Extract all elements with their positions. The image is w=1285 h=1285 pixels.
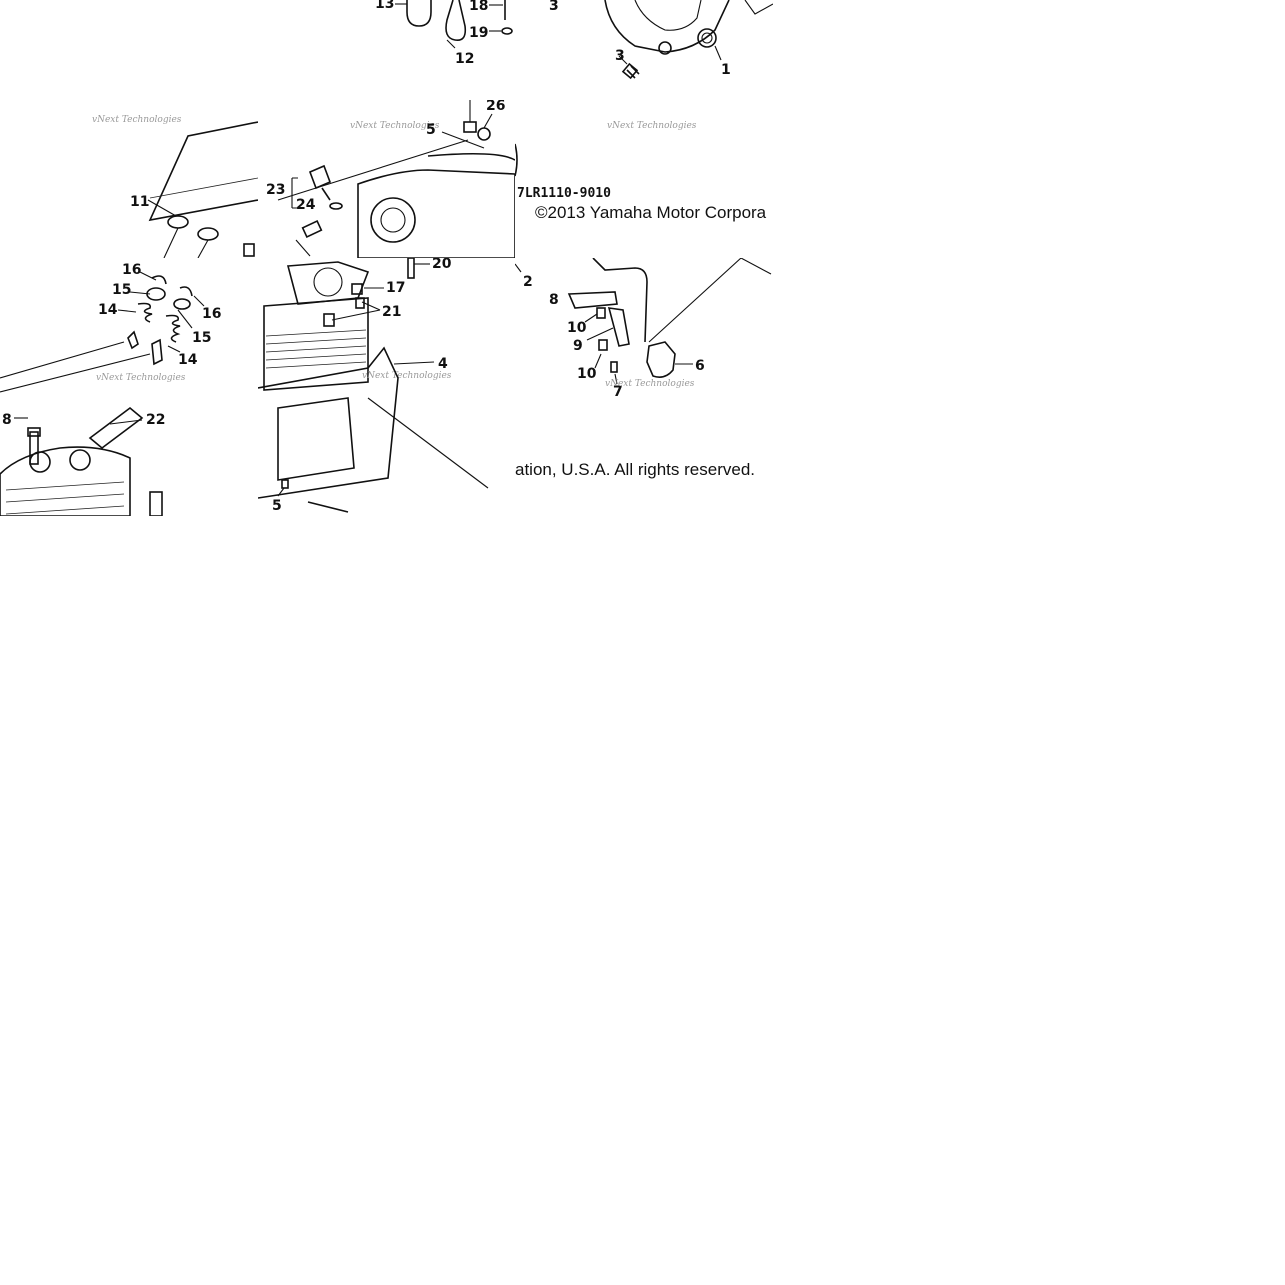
callout-15-left: 15 [112, 282, 131, 298]
callout-14-left: 14 [98, 302, 118, 318]
callout-17: 17 [386, 280, 405, 296]
callout-21: 21 [382, 304, 401, 320]
callout-4: 4 [438, 356, 448, 372]
tile-valves-top: 13 12 18 19 [257, 0, 515, 100]
callout-5-top: 5 [426, 122, 436, 138]
tile-cylinder-top: vNext Technologies 25 26 5 23 24 [258, 100, 515, 258]
callout-16-right: 16 [202, 306, 221, 322]
callout-25: 25 [462, 100, 481, 102]
callout-10-bottom: 10 [577, 366, 597, 382]
part-code: 7LR1110-9010 [517, 186, 611, 201]
callout-11: 11 [130, 194, 149, 210]
callout-13: 13 [375, 0, 394, 12]
callout-10-top: 10 [567, 320, 587, 336]
copyright-part2: ation, U.S.A. All rights reserved. [515, 460, 755, 479]
tile-caption: vNext Technologies 7LR1110-9010 ©2013 Ya… [515, 100, 773, 258]
tile-governor: 2 8 10 9 10 6 7 vNext Technologies ation… [515, 258, 773, 516]
watermark: vNext Technologies [362, 371, 452, 381]
tile-crankcase-top: 3 1 3 [515, 0, 773, 100]
callout-24: 24 [296, 197, 316, 213]
callout-22: 22 [146, 412, 165, 428]
callout-19: 19 [469, 25, 488, 41]
tile-head-left: vNext Technologies 11 14 [0, 100, 258, 258]
callout-8-left: 8 [2, 412, 12, 428]
callout-14-right: 14 [178, 352, 198, 368]
callout-3-top: 3 [549, 0, 559, 14]
callout-16-left: 16 [122, 262, 141, 278]
callout-3-mid: 3 [615, 48, 625, 64]
callout-9: 9 [573, 338, 583, 354]
callout-12: 12 [455, 51, 474, 67]
callout-1: 1 [721, 62, 731, 78]
tile-cylinder-body: 17 20 21 vNext Technologies 4 5 [258, 258, 515, 516]
callout-23: 23 [266, 182, 285, 198]
watermark: vNext Technologies [607, 121, 697, 131]
callout-20: 20 [432, 258, 452, 272]
callout-8-right: 8 [549, 292, 559, 308]
watermark: vNext Technologies [605, 379, 695, 389]
callout-6: 6 [695, 358, 705, 374]
watermark: vNext Technologies [92, 115, 182, 125]
callout-18: 18 [469, 0, 488, 14]
tile-springs: 16 15 14 16 15 14 vNext Technologies 8 [0, 258, 258, 516]
callout-15-right: 15 [192, 330, 211, 346]
watermark: vNext Technologies [350, 121, 440, 131]
callout-2: 2 [523, 274, 533, 290]
copyright-part1: ©2013 Yamaha Motor Corpora [535, 203, 767, 222]
callout-26: 26 [486, 100, 505, 114]
callout-5-bottom: 5 [272, 498, 282, 514]
callout-7: 7 [613, 384, 623, 400]
watermark: vNext Technologies [96, 373, 186, 383]
